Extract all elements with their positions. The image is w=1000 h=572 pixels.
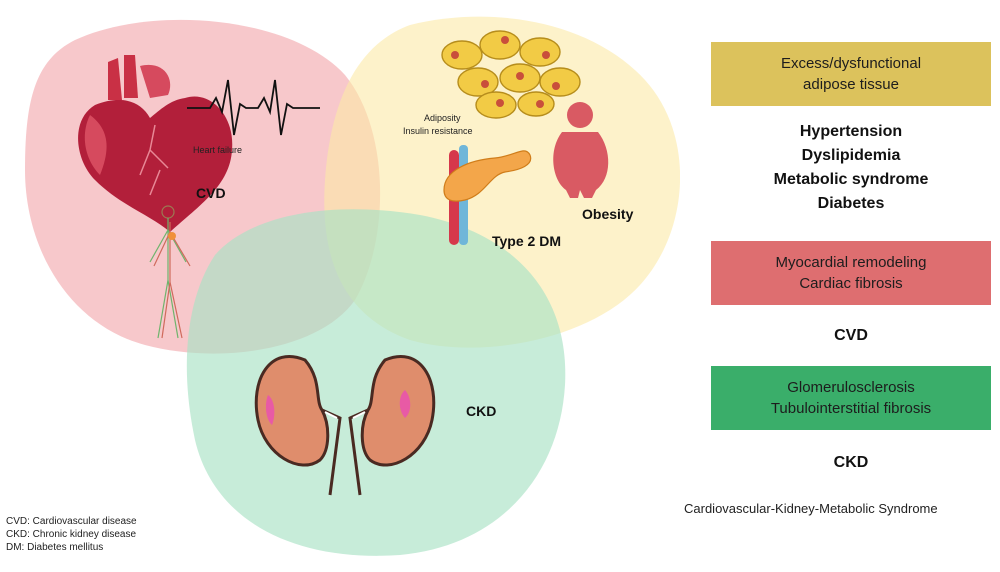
list-item: Metabolic syndrome	[773, 171, 929, 188]
ecg-trace-icon	[187, 79, 320, 136]
cvd-outcome-label: CVD	[834, 327, 868, 344]
kidney-fibrosis-box: Glomerulosclerosis Tubulointerstitial fi…	[711, 366, 991, 430]
metabolic-risk-list: Hypertension Dyslipidemia Metabolic synd…	[711, 120, 991, 216]
list-item: Dyslipidemia	[801, 147, 901, 164]
insulin-resistance-label: Insulin resistance	[403, 126, 473, 136]
circulatory-system-icon	[149, 205, 191, 339]
obesity-figure-icon	[553, 102, 609, 198]
cardiac-box-line1: Myocardial remodeling	[775, 254, 927, 271]
venn-diagram	[25, 16, 680, 556]
obesity-label: Obesity	[582, 206, 634, 222]
legend-item: CKD: Chronic kidney disease	[6, 529, 137, 540]
adipose-box-line2: adipose tissue	[803, 76, 899, 93]
adiposity-label: Adiposity	[424, 113, 461, 123]
heart-failure-label: Heart failure	[193, 145, 243, 155]
ckd-outcome-label: CKD	[833, 454, 869, 471]
list-item: Diabetes	[817, 195, 885, 212]
kidney-box-line1: Glomerulosclerosis	[787, 379, 915, 396]
cvd-circle-label: CVD	[196, 185, 226, 201]
type2dm-label: Type 2 DM	[492, 233, 561, 249]
kidney-box-line2: Tubulointerstitial fibrosis	[770, 400, 932, 417]
pancreas-icon	[443, 145, 532, 245]
cardiac-remodeling-box: Myocardial remodeling Cardiac fibrosis	[711, 241, 991, 305]
legend-item: DM: Diabetes mellitus	[6, 542, 104, 553]
syndrome-title: Cardiovascular-Kidney-Metabolic Syndrome	[684, 501, 938, 516]
adipose-tissue-box: Excess/dysfunctional adipose tissue	[711, 42, 991, 106]
kidneys-icon	[254, 355, 436, 496]
ckd-circle-label: CKD	[466, 403, 497, 419]
legend-item: CVD: Cardiovascular disease	[6, 516, 137, 527]
adipose-cells-icon	[441, 30, 581, 119]
adipose-box-line1: Excess/dysfunctional	[780, 55, 922, 72]
list-item: Hypertension	[799, 123, 903, 140]
heart-icon	[78, 55, 233, 233]
cardiac-box-line2: Cardiac fibrosis	[799, 275, 903, 292]
abbreviation-legend: CVD: Cardiovascular disease CKD: Chronic…	[6, 515, 137, 554]
